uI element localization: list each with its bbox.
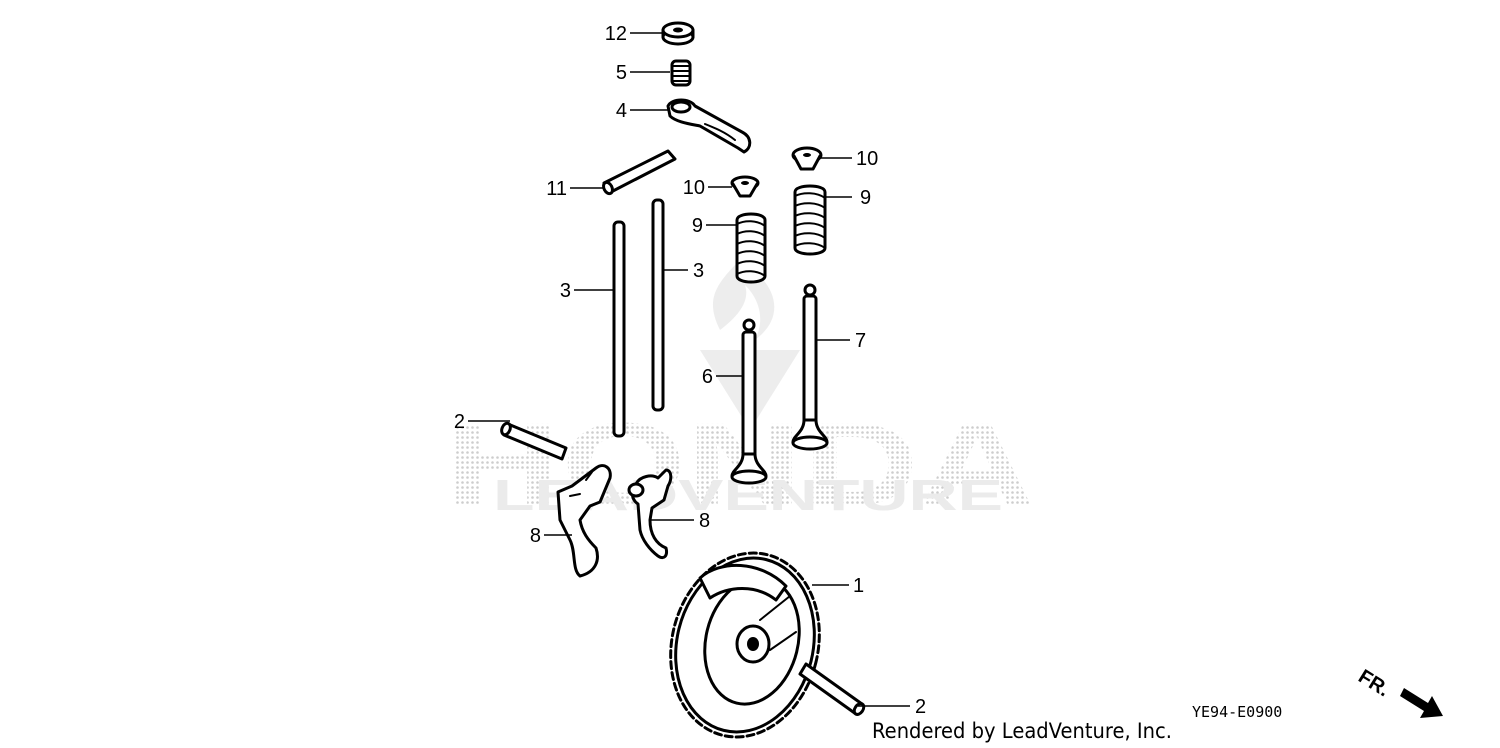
shaft-part-11 (602, 149, 677, 196)
valve-part-6 (730, 318, 768, 485)
callout-11: 11 (546, 178, 567, 200)
cam-follower-part-8-left (556, 464, 612, 578)
rocker-arm-part-4 (666, 98, 752, 154)
front-arrow-icon (1400, 688, 1443, 718)
callout-9-right: 9 (860, 187, 871, 209)
callout-7: 7 (855, 330, 866, 352)
diagram-code: YE94-E0900 (1192, 703, 1282, 721)
front-direction-label: FR. (1354, 666, 1393, 702)
callout-4: 4 (616, 100, 627, 122)
pin-part-2-upper (500, 421, 568, 461)
leader-lines (468, 32, 910, 707)
cam-gear-part-1 (669, 551, 821, 739)
callout-3-left: 3 (560, 280, 571, 302)
spring-part-9-left (735, 212, 767, 284)
callout-8-left: 8 (530, 525, 541, 547)
watermark: HONDA LEADVENTURE (445, 260, 1035, 531)
valve-part-7 (791, 283, 829, 451)
callout-2-lower: 2 (915, 696, 926, 718)
callout-10-left: 10 (683, 177, 705, 199)
callout-1: 1 (853, 575, 864, 597)
callout-8-right: 8 (699, 510, 710, 532)
callout-3-right: 3 (693, 260, 704, 282)
spring-part-9-right (793, 184, 827, 256)
callout-9-left: 9 (692, 215, 703, 237)
pin-part-2-lower (798, 662, 866, 716)
screw-part-5 (670, 59, 692, 87)
callout-2-upper: 2 (454, 411, 465, 433)
callout-5: 5 (616, 62, 627, 84)
push-rod-part-3-right (651, 198, 665, 412)
callout-12: 12 (605, 23, 627, 45)
retainer-part-10-left (730, 175, 760, 198)
retainer-part-10-right (791, 146, 823, 171)
cam-follower-part-8-right (627, 468, 673, 560)
render-credit: Rendered by LeadVenture, Inc. (872, 719, 1172, 743)
callout-6: 6 (702, 366, 713, 388)
callout-10-right: 10 (856, 148, 878, 170)
nut-part-12 (661, 21, 695, 46)
front-direction-indicator: FR. (1354, 666, 1443, 718)
callout-labels: 12 5 4 11 10 10 9 9 3 3 7 6 2 8 8 1 2 (454, 23, 926, 718)
push-rod-part-3-left (612, 220, 626, 438)
